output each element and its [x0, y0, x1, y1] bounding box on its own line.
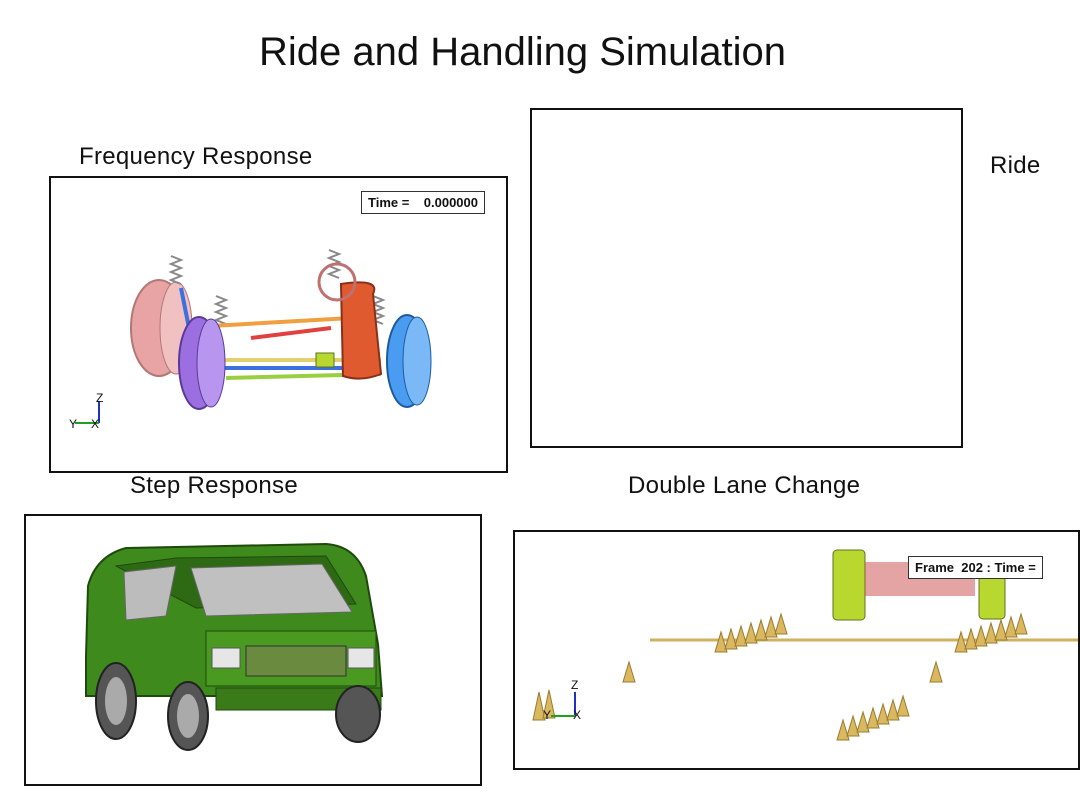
- step-response-label: Step Response: [130, 472, 299, 499]
- ride-label: Ride: [990, 152, 1041, 179]
- axis-triad: Z Y X: [69, 391, 109, 433]
- axis-y-label: Y: [69, 417, 78, 431]
- axis-z-label: Z: [571, 678, 579, 692]
- ride-panel[interactable]: [530, 108, 963, 448]
- axis-x-label: X: [573, 708, 582, 722]
- suv-model: [85, 542, 384, 751]
- axis-y-label: Y: [543, 708, 552, 722]
- lane-change-scene: [532, 549, 1078, 741]
- slide-title: Ride and Handling Simulation: [259, 30, 786, 74]
- double-lane-change-panel[interactable]: Frame 202 : Time = Z Y X: [513, 530, 1080, 770]
- axis-triad: Z Y X: [543, 678, 585, 724]
- axis-x-label: X: [91, 417, 100, 431]
- time-value: 0.000000: [423, 195, 478, 210]
- step-response-panel[interactable]: [24, 514, 482, 786]
- time-readout: Time = 0.000000: [361, 191, 485, 214]
- axis-z-label: Z: [96, 391, 104, 405]
- double-lane-change-label: Double Lane Change: [628, 472, 861, 499]
- frequency-response-panel[interactable]: Time = 0.000000: [49, 176, 508, 473]
- time-label: Time =: [368, 195, 410, 210]
- frequency-response-label: Frequency Response: [79, 143, 313, 170]
- suspension-model: [130, 249, 432, 410]
- frame-readout: Frame 202 : Time =: [908, 556, 1043, 579]
